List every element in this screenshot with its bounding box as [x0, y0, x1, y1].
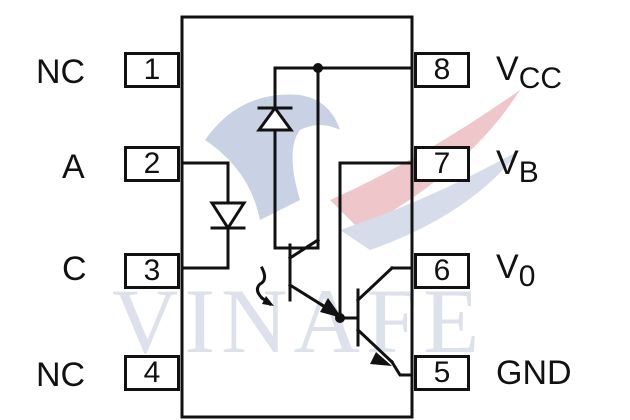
- pin-3-box: 3: [124, 253, 180, 289]
- pin-4-box: 4: [124, 355, 180, 391]
- pin-1-box: 1: [124, 52, 180, 88]
- emitter-arrow-2: [370, 352, 392, 366]
- light-emission-arrows: [255, 265, 273, 307]
- vb-wire: [338, 161, 414, 320]
- pin-2-box: 2: [124, 146, 180, 182]
- pin-8-label: VCC: [496, 50, 563, 95]
- protection-diode-symbol: [256, 105, 294, 132]
- pin-5-box: 5: [414, 355, 470, 391]
- vcc-junction-dot: [313, 63, 323, 73]
- cathode-wire: [180, 226, 230, 270]
- pin-7-box: 7: [414, 146, 470, 182]
- ic-package-body: [180, 15, 414, 419]
- pin-6-box: 6: [414, 253, 470, 289]
- pin-7-label: VB: [496, 144, 539, 189]
- pin-2-label: A: [62, 148, 85, 186]
- led-diode-symbol: [209, 201, 247, 231]
- pin-6-label: V0: [496, 248, 536, 293]
- pin-4-label: NC: [36, 356, 86, 394]
- pin-1-label: NC: [36, 53, 86, 91]
- emitter-arrow-1: [320, 298, 342, 318]
- pin-8-box: 8: [414, 52, 470, 88]
- anode-wire: [180, 161, 230, 205]
- pin-5-label: GND: [496, 354, 572, 392]
- pin-3-label: C: [62, 250, 87, 288]
